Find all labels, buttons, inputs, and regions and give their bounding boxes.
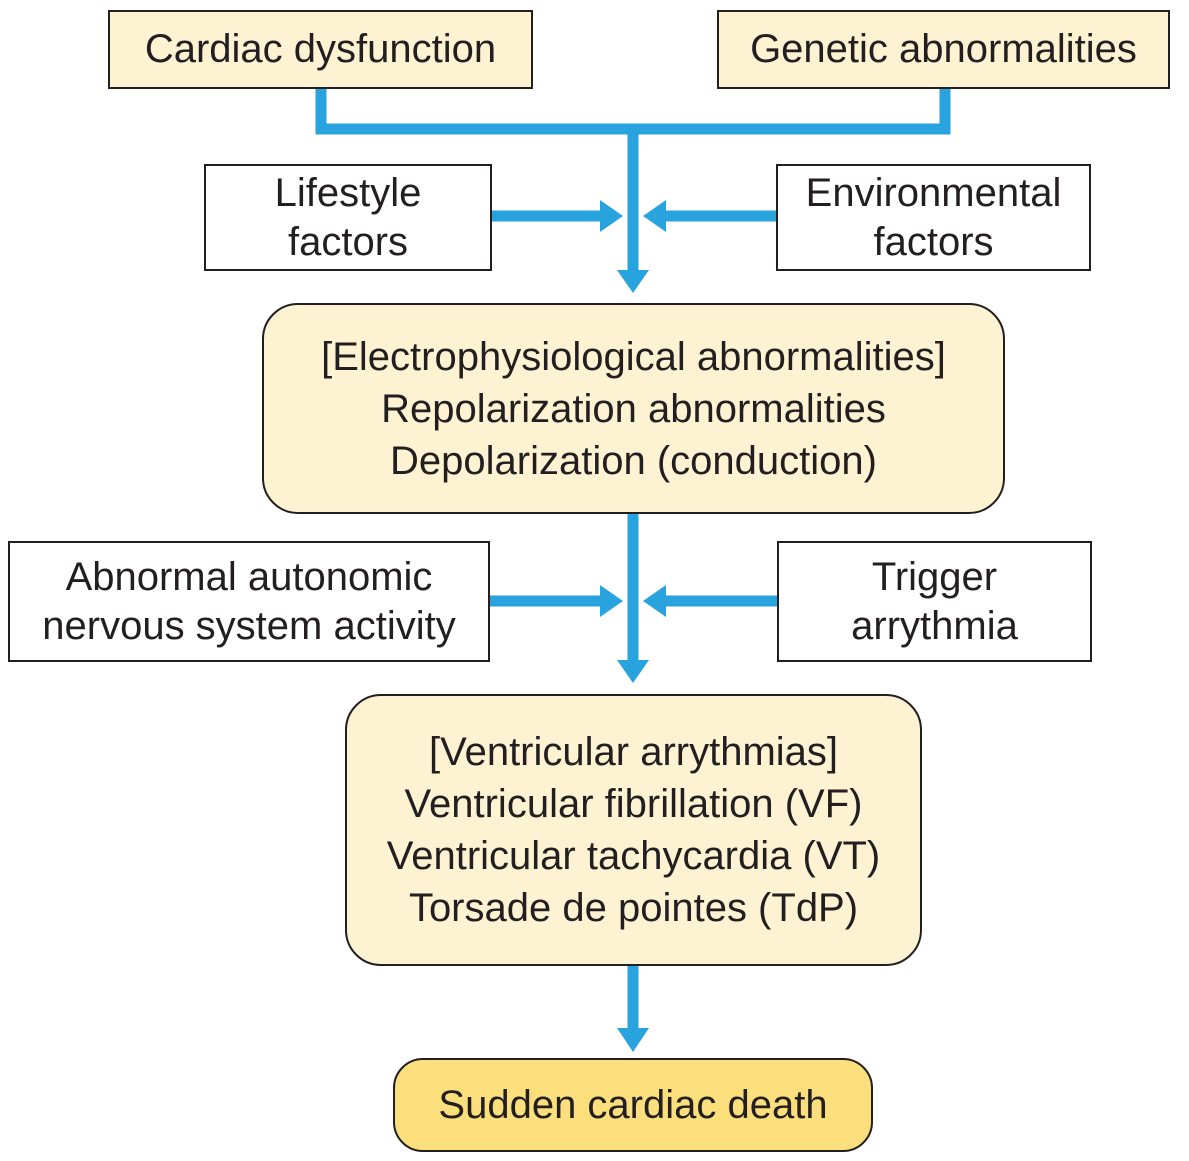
genetic-abnormalities-box: Genetic abnormalities — [717, 10, 1170, 89]
sudden-cardiac-death-label: Sudden cardiac death — [438, 1082, 828, 1127]
autonomic-line-2: nervous system activity — [42, 603, 456, 648]
repolarization-item: Repolarization abnormalities — [381, 386, 886, 431]
cardiac-dysfunction-label: Cardiac dysfunction — [144, 27, 497, 72]
environmental-factors-line-2: factors — [873, 219, 994, 264]
environmental-factors-line-1: Environmental — [805, 170, 1062, 215]
vt-item: Ventricular tachycardia (VT) — [386, 834, 881, 878]
electrophysiological-heading: [Electrophysiological abnormalities] — [321, 334, 946, 379]
arrowhead-from-trigger — [643, 585, 666, 617]
arrowhead-to-electrophysiological — [617, 270, 649, 293]
environmental-factors-box: Environmental factors — [776, 164, 1091, 271]
lifestyle-factors-box: Lifestyle factors — [204, 164, 492, 271]
depolarization-item: Depolarization (conduction) — [390, 438, 877, 483]
arrowhead-from-autonomic — [600, 585, 623, 617]
arrowhead-to-sudden-death — [617, 1028, 649, 1052]
trigger-line-1: Trigger — [871, 554, 998, 599]
autonomic-activity-box: Abnormal autonomic nervous system activi… — [8, 541, 490, 662]
merge-line — [315, 89, 951, 135]
arrowhead-from-lifestyle — [600, 200, 623, 232]
autonomic-line-1: Abnormal autonomic — [65, 554, 433, 599]
ventricular-heading: [Ventricular arrythmias] — [428, 730, 839, 774]
sudden-cardiac-death-box: Sudden cardiac death — [393, 1058, 873, 1152]
arrowhead-from-environmental — [643, 200, 666, 232]
lifestyle-factors-line-2: factors — [287, 219, 409, 264]
trigger-arrythmia-box: Trigger arrythmia — [777, 541, 1092, 662]
electrophysiological-abnormalities-box: [Electrophysiological abnormalities] Rep… — [262, 303, 1005, 514]
vf-item: Ventricular fibrillation (VF) — [404, 782, 863, 826]
trunk-lines — [490, 129, 777, 1030]
tdp-item: Torsade de pointes (TdP) — [408, 886, 859, 930]
arrowheads — [600, 200, 666, 1052]
trigger-line-2: arrythmia — [851, 603, 1018, 648]
ventricular-arrythmias-box: [Ventricular arrythmias] Ventricular fib… — [345, 694, 922, 966]
cardiac-dysfunction-box: Cardiac dysfunction — [108, 10, 533, 89]
genetic-abnormalities-label: Genetic abnormalities — [750, 27, 1137, 72]
lifestyle-factors-line-1: Lifestyle — [274, 170, 422, 215]
arrowhead-to-ventricular — [617, 660, 649, 683]
merge-connector — [315, 89, 951, 135]
